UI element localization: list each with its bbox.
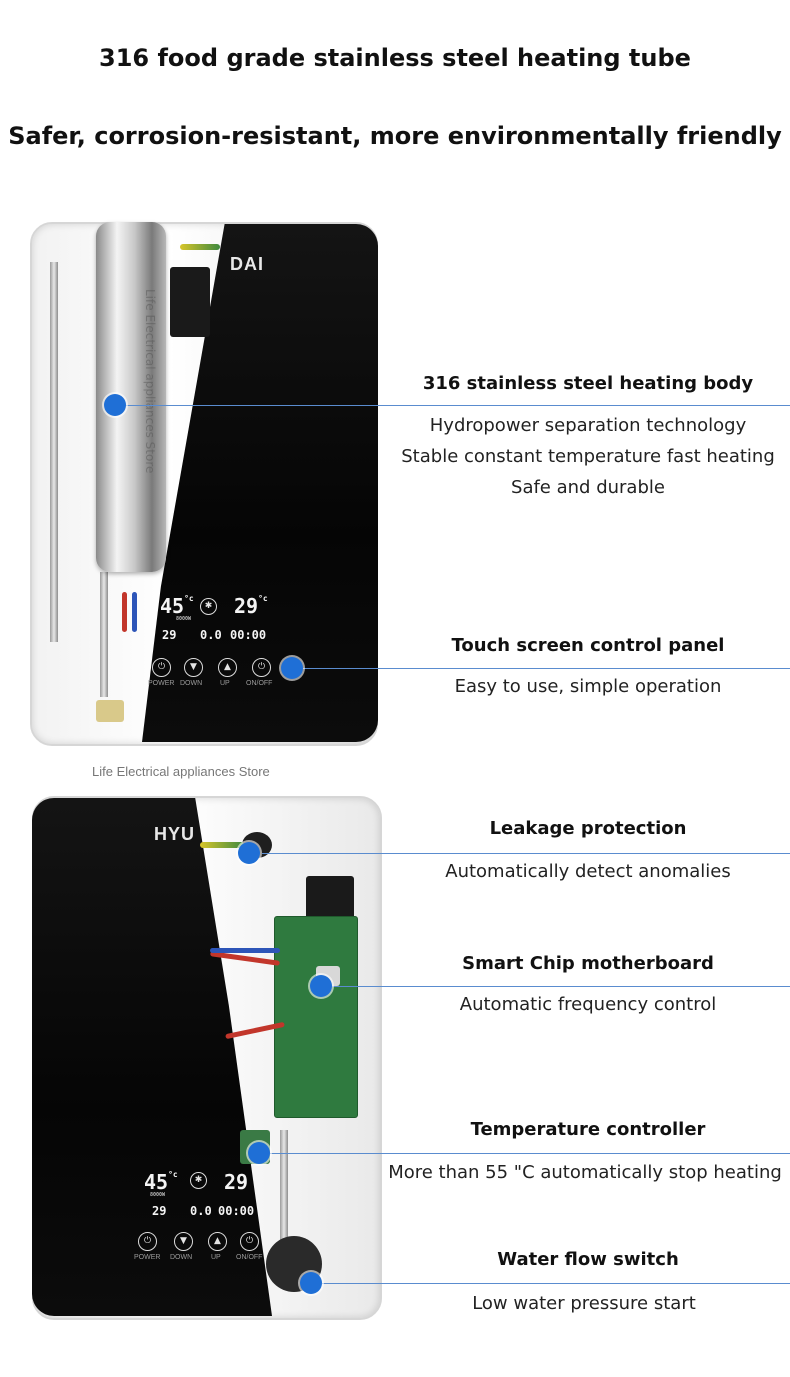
marker-temp-controller: [248, 1142, 270, 1164]
power-icon: ⏻: [157, 662, 166, 672]
callout-heating-body-line1: Hydropower separation technology: [429, 415, 747, 436]
lcd-set-temp: 45°c: [144, 1170, 178, 1194]
leader-leakage: [262, 853, 790, 854]
onoff-icon: ⏻: [245, 1236, 254, 1246]
onoff-button-label: ON/OFF: [236, 1254, 263, 1261]
terminal-block: [170, 267, 210, 337]
ground-wire: [180, 244, 220, 250]
bottom-fitting: [96, 700, 124, 722]
store-caption: Life Electrical appliances Store: [92, 764, 270, 779]
chevron-down-icon: ▼: [190, 662, 197, 672]
up-button-label: UP: [220, 680, 230, 687]
onoff-button[interactable]: ⏻: [252, 658, 271, 677]
heater-wire-blue: [210, 948, 280, 953]
water-heater-top-view: DAI Life Electrical appliances Store 45°…: [30, 222, 380, 747]
marker-flow-switch: [300, 1272, 322, 1294]
lcd-inlet-temp: 29: [162, 628, 177, 642]
down-button[interactable]: ▼: [174, 1232, 193, 1251]
chevron-up-icon: ▲: [214, 1236, 221, 1246]
onoff-button[interactable]: ⏻: [240, 1232, 259, 1251]
power-icon: ⏻: [143, 1236, 152, 1246]
marker-heating-body: [104, 394, 126, 416]
ground-wire: [200, 842, 244, 848]
down-button-label: DOWN: [170, 1254, 193, 1261]
lcd-set-temp-value: 45: [144, 1170, 169, 1194]
brand-logo: DAI: [230, 254, 264, 274]
down-button-label: DOWN: [180, 680, 203, 687]
lcd-fan-icon: ✱: [200, 598, 217, 615]
outlet-pipe: [280, 1130, 288, 1250]
leader-motherboard: [332, 986, 790, 987]
lcd-flow: 0.0: [190, 1204, 212, 1218]
lcd-inlet-temp: 29: [152, 1204, 167, 1218]
lcd-power: 8000W: [150, 1192, 166, 1198]
control-motherboard: [274, 916, 358, 1118]
power-button-label: POWER: [134, 1254, 161, 1261]
leader-control-panel: [302, 668, 790, 669]
up-button[interactable]: ▲: [218, 658, 237, 677]
up-button-label: UP: [211, 1254, 221, 1261]
lcd-outlet-temp: 29°c: [234, 594, 268, 618]
power-button[interactable]: ⏻: [152, 658, 171, 677]
callout-leakage-title: Leakage protection: [489, 818, 687, 839]
lcd-set-temp: 45°c: [160, 594, 194, 618]
headline-secondary: Safer, corrosion-resistant, more environ…: [8, 122, 782, 150]
lcd-timer: 00:00: [218, 1204, 255, 1218]
callout-heating-body-title: 316 stainless steel heating body: [422, 373, 754, 394]
lcd-outlet-temp: 29: [224, 1170, 249, 1194]
lcd-outlet-temp-unit: °c: [258, 594, 268, 603]
callout-temp-controller-title: Temperature controller: [470, 1119, 706, 1140]
marker-motherboard: [310, 975, 332, 997]
lcd-fan-icon: ✱: [190, 1172, 207, 1189]
leader-temp-controller: [270, 1153, 790, 1154]
callout-heating-body-line2: Stable constant temperature fast heating: [401, 446, 775, 467]
outlet-pipe: [100, 572, 108, 697]
down-button[interactable]: ▼: [184, 658, 203, 677]
headline-primary: 316 food grade stainless steel heating t…: [99, 44, 691, 72]
heater-wire-red: [122, 592, 127, 632]
onoff-button-label: ON/OFF: [246, 680, 273, 687]
leader-flow-switch: [322, 1283, 790, 1284]
leader-heating-body: [118, 405, 790, 406]
lcd-timer: 00:00: [230, 628, 267, 642]
callout-temp-controller-line1: More than 55 "C automatically stop heati…: [388, 1162, 782, 1183]
power-button[interactable]: ⏻: [138, 1232, 157, 1251]
callout-control-panel-line1: Easy to use, simple operation: [454, 676, 722, 697]
chevron-down-icon: ▼: [180, 1236, 187, 1246]
lcd-flow: 0.0: [200, 628, 222, 642]
callout-leakage-line1: Automatically detect anomalies: [445, 861, 731, 882]
water-heater-internal-view: HYU 45°c 8000W ✱ 29 29 0.0 00:00 ⏻ ▼ ▲ ⏻…: [30, 796, 385, 1321]
heater-wire-blue: [132, 592, 137, 632]
up-button[interactable]: ▲: [208, 1232, 227, 1251]
callout-heating-body-line3: Safe and durable: [511, 477, 665, 498]
callout-flow-switch-title: Water flow switch: [497, 1249, 679, 1270]
heating-tube-watermark: Life Electrical appliances Store: [143, 289, 157, 474]
marker-leakage: [238, 842, 260, 864]
onoff-icon: ⏻: [257, 662, 266, 672]
power-button-label: POWER: [148, 680, 175, 687]
inlet-pipe: [50, 262, 58, 642]
callout-flow-switch-line1: Low water pressure start: [472, 1293, 696, 1314]
chevron-up-icon: ▲: [224, 662, 231, 672]
lcd-set-temp-value: 45: [160, 594, 185, 618]
lcd-set-temp-unit: °c: [168, 1170, 178, 1179]
lcd-power: 8000W: [176, 616, 192, 622]
callout-motherboard-line1: Automatic frequency control: [459, 994, 717, 1015]
callout-motherboard-title: Smart Chip motherboard: [462, 953, 714, 974]
lcd-set-temp-unit: °c: [184, 594, 194, 603]
lcd-outlet-temp-value: 29: [234, 594, 259, 618]
callout-control-panel-title: Touch screen control panel: [451, 635, 725, 656]
brand-logo: HYU: [154, 824, 196, 844]
marker-control-panel: [281, 657, 303, 679]
